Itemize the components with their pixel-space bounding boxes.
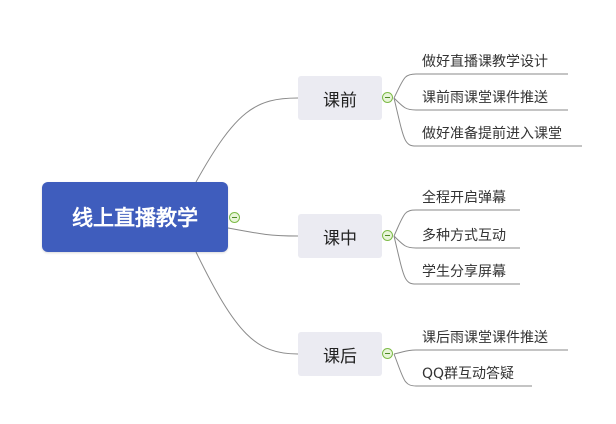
branch-label: 课前 [323, 90, 357, 111]
connector-branch-0-leaf-1 [393, 97, 568, 111]
leaf-item[interactable]: 课后雨课堂课件推送 [422, 330, 548, 346]
connector-branch-2-leaf-0 [393, 349, 568, 355]
connector-branch-0-leaf-2 [393, 97, 582, 147]
connector-root-branch-0 [195, 97, 299, 183]
connector-branch-1-leaf-0 [393, 209, 520, 237]
connector-branch-2-leaf-1 [393, 353, 532, 387]
root-label: 线上直播教学 [72, 206, 198, 230]
leaf-item[interactable]: 课前雨课堂课件推送 [422, 90, 548, 106]
connector-branch-1-leaf-2 [393, 235, 520, 285]
branch-label: 课中 [323, 228, 357, 249]
connector-branch-0-leaf-0 [393, 73, 568, 99]
branch-node-during-class[interactable]: 课中 [298, 214, 382, 258]
leaf-item[interactable]: 做好直播课教学设计 [422, 54, 548, 70]
leaf-item[interactable]: 学生分享屏幕 [422, 264, 506, 280]
leaf-item[interactable]: 做好准备提前进入课堂 [422, 126, 562, 142]
branch-2-collapse-toggle-icon[interactable] [382, 348, 393, 359]
root-node[interactable]: 线上直播教学 [42, 182, 228, 252]
connector-root-branch-1 [227, 227, 299, 237]
connector-branch-1-leaf-1 [393, 235, 520, 249]
branch-0-collapse-toggle-icon[interactable] [382, 92, 393, 103]
branch-node-before-class[interactable]: 课前 [298, 76, 382, 120]
branch-1-collapse-toggle-icon[interactable] [382, 230, 393, 241]
branch-label: 课后 [323, 346, 357, 367]
connector-root-branch-2 [195, 251, 299, 355]
leaf-item[interactable]: 全程开启弹幕 [422, 190, 506, 206]
leaf-item[interactable]: QQ群互动答疑 [422, 366, 515, 382]
leaf-item[interactable]: 多种方式互动 [422, 228, 506, 244]
root-collapse-toggle-icon[interactable] [229, 212, 240, 223]
branch-node-after-class[interactable]: 课后 [298, 332, 382, 376]
